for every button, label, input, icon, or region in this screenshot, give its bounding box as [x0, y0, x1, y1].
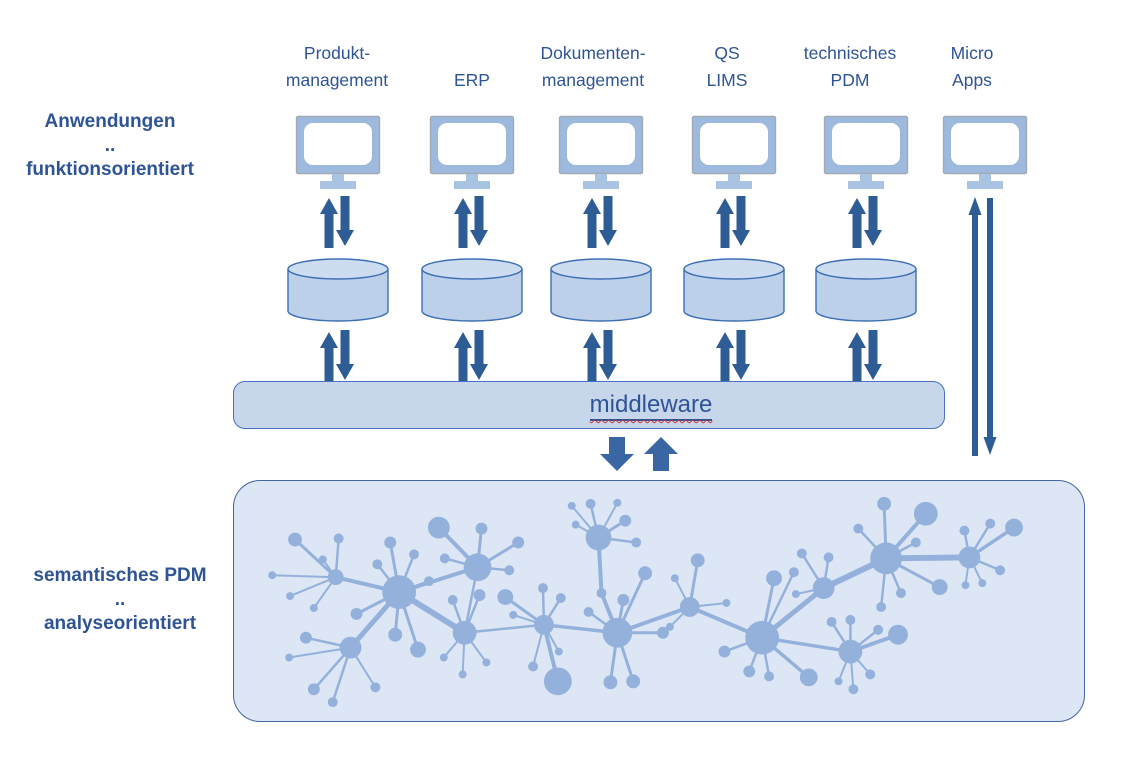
label-anwendungen: Anwendungen .. funktionsorientiert [5, 110, 215, 182]
monitor-icon-erp [429, 115, 515, 189]
sync-arrows-icon [848, 330, 882, 382]
column-label-line: management [541, 70, 645, 90]
sync-arrows-icon [583, 330, 617, 382]
sync-arrows-icon [848, 196, 882, 248]
side-label-line: Anwendungen [44, 111, 176, 132]
middleware-bar: middleware [233, 381, 945, 429]
sync-arrows-icon [454, 330, 488, 382]
side-label-dots: .. [104, 135, 116, 156]
column-label-line: PDM [830, 70, 870, 90]
sync-arrows-icon [454, 196, 488, 248]
monitor-icon-produktmanagement [295, 115, 381, 189]
column-label-line: Apps [952, 70, 992, 90]
database-icon [287, 258, 389, 322]
monitor-icon-micro-apps [942, 115, 1028, 189]
column-label-line: Dokumenten- [540, 43, 646, 63]
column-label-erp: ERP [397, 36, 547, 94]
monitor-icon-technisches-pdm [823, 115, 909, 189]
column-label-produktmanagement: Produkt- management [262, 36, 412, 94]
column-label-line: LIMS [706, 70, 748, 90]
column-label-line: QS [714, 43, 740, 63]
sync-arrows-icon [320, 196, 354, 248]
database-icon [815, 258, 917, 322]
middleware-label-wrap: middleware [358, 391, 944, 421]
sync-arrows-icon [716, 330, 750, 382]
monitor-icon-qs-lims [691, 115, 777, 189]
side-label-line: semantisches PDM [33, 565, 207, 586]
network-graph-icon [268, 496, 1023, 708]
column-label-dokumentenmanagement: Dokumenten- management [518, 36, 668, 94]
side-label-dots: .. [114, 589, 126, 610]
sync-arrows-icon [320, 330, 354, 382]
label-semantisches-pdm: semantisches PDM .. analyseorientiert [15, 564, 225, 636]
column-label-line: ERP [454, 70, 490, 90]
sync-arrows-icon [716, 196, 750, 248]
column-label-micro-apps: Micro Apps [897, 36, 1047, 94]
sync-arrows-icon [583, 196, 617, 248]
database-icon [683, 258, 785, 322]
semantic-pdm-box [233, 480, 1085, 722]
exchange-arrows-icon [600, 437, 678, 471]
column-label-line: Micro [950, 43, 994, 63]
side-label-line: analyseorientiert [43, 613, 197, 634]
database-icon [550, 258, 652, 322]
side-label-line: funktionsorientiert [26, 159, 194, 180]
column-label-line: technisches [803, 43, 897, 63]
column-label-line: Produkt- [303, 43, 371, 63]
long-sync-arrows-icon [968, 197, 997, 456]
monitor-icon-dokumentenmanagement [558, 115, 644, 189]
database-icon [421, 258, 523, 322]
column-label-line: management [285, 70, 389, 90]
middleware-label: middleware [589, 391, 713, 421]
column-label-technisches-pdm: technisches PDM [775, 36, 925, 94]
column-label-qs-lims: QS LIMS [652, 36, 802, 94]
